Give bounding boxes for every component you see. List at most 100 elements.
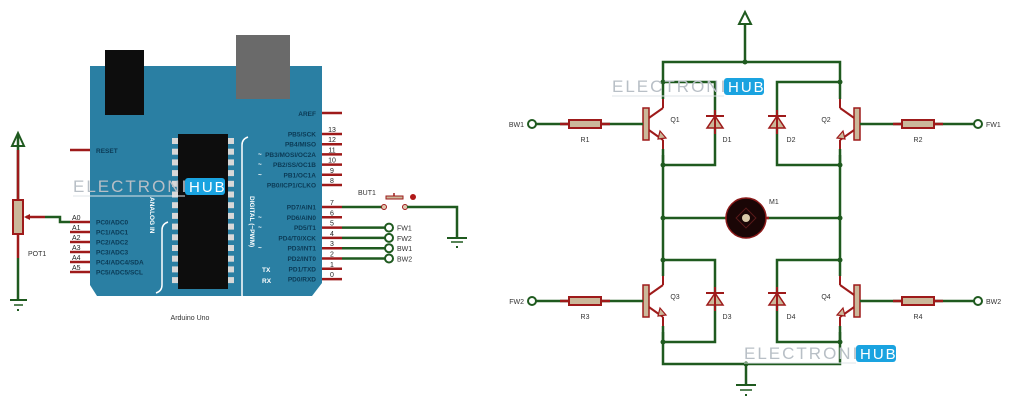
analog-pin-name: PC4/ADC4/SDA <box>96 260 144 267</box>
terminal-bw2[interactable] <box>384 253 394 264</box>
diode-d1[interactable]: D1 <box>705 110 732 144</box>
digital-pin-number: 6 <box>330 210 334 217</box>
button-actuator <box>385 195 404 200</box>
analog-pin-number: A0 <box>72 215 81 222</box>
digital-pin-name: PD1/TXD <box>289 266 317 273</box>
usb-port <box>236 35 290 99</box>
chip-pin <box>172 266 178 273</box>
reset-label: RESET <box>96 148 118 155</box>
terminal-bw1[interactable] <box>384 243 394 254</box>
bridge-cell-3: Q3 D3 R3 FW2 <box>509 257 732 345</box>
resistor-r4[interactable]: R4 <box>860 296 974 321</box>
resistor-label: R2 <box>914 137 923 144</box>
resistor-label: R1 <box>581 137 590 144</box>
transistor-q2[interactable]: Q2 <box>821 99 861 149</box>
diode-label: D4 <box>787 314 796 321</box>
input-terminal-bw2[interactable] <box>973 296 983 306</box>
digital-pin-name: PB1/OC1A <box>283 172 316 179</box>
analog-bracket <box>155 221 169 294</box>
diode-d2[interactable]: D2 <box>767 110 796 144</box>
chip-pin <box>172 159 178 166</box>
analog-pin-number: A5 <box>72 265 81 272</box>
chip-pin <box>228 202 234 209</box>
arduino-uno[interactable]: RESET AREF ANALOG IN DIGITAL (~PWM) TX R… <box>70 35 342 322</box>
power-jack <box>105 50 144 115</box>
diode-d3[interactable]: D3 <box>705 287 732 321</box>
watermark-text: ELECTRONICS <box>73 177 216 196</box>
analog-pins: A0PC0/ADC0A1PC1/ADC1A2PC2/ADC2A3PC3/ADC3… <box>70 215 144 277</box>
diode-label: D2 <box>787 137 796 144</box>
analog-pin-name: PC1/ADC1 <box>96 230 129 237</box>
analog-pin-name: PC2/ADC2 <box>96 240 129 247</box>
motor-label: M1 <box>769 199 779 206</box>
digital-pin-number: 1 <box>330 262 334 269</box>
pwm-tilde: ~ <box>258 162 262 169</box>
chip-pin <box>172 245 178 251</box>
button-but1[interactable]: BUT1 <box>342 190 467 248</box>
transistor-label: Q4 <box>821 294 830 301</box>
resistor-r1[interactable]: R1 <box>536 119 643 144</box>
input-label: FW2 <box>509 299 524 306</box>
analog-pin-name: PC5/ADC5/SCL <box>96 270 143 277</box>
input-terminal-fw2[interactable] <box>527 296 537 306</box>
diode-d4[interactable]: D4 <box>767 287 796 321</box>
chip-pin <box>172 180 178 187</box>
terminal-label: FW1 <box>397 226 412 233</box>
emitter-arrow-icon <box>835 129 846 140</box>
button-gnd-wire <box>407 205 459 238</box>
chip-pin <box>228 170 234 177</box>
terminal-fw1[interactable] <box>384 222 394 233</box>
watermarks: ELECTRONICSHUBELECTRONICSHUBELECTRONICSH… <box>73 77 898 364</box>
chip-pins <box>172 138 234 284</box>
input-label: BW2 <box>986 299 1001 306</box>
chip-pin <box>228 277 234 284</box>
watermark-hub: HUB <box>860 346 898 363</box>
chip-pin <box>228 159 234 166</box>
transistor-label: Q3 <box>670 294 679 301</box>
digital-pin-name: PB0/ICP1/CLKO <box>267 183 316 190</box>
chip-pin <box>172 212 178 219</box>
digital-pin-name: PD0/RXD <box>288 277 316 284</box>
analog-pin-name: PC3/ADC3 <box>96 250 129 257</box>
digital-pin-name: PD5/T1 <box>294 225 316 232</box>
transistor-q3[interactable]: Q3 <box>642 276 680 326</box>
chip-pin <box>228 138 234 144</box>
watermark-text: ELECTRONICS <box>744 344 887 363</box>
digital-pin-name: PB4/MISO <box>285 142 316 149</box>
transistor-q4[interactable]: Q4 <box>821 276 861 326</box>
potentiometer-pot1[interactable]: POT1 <box>10 130 70 311</box>
transistor-q1[interactable]: Q1 <box>642 99 680 149</box>
digital-pin-number: 11 <box>328 147 335 154</box>
atmega-chip <box>178 134 228 289</box>
input-terminal-bw1[interactable] <box>527 119 537 129</box>
chip-pin <box>228 255 234 262</box>
resistor-r3[interactable]: R3 <box>536 296 643 321</box>
digital-pin-name: PB2/SS/OC1B <box>273 162 316 169</box>
digital-pin-number: 9 <box>330 168 334 175</box>
terminal-fw2[interactable] <box>384 232 394 243</box>
input-label: FW1 <box>986 122 1001 129</box>
input-terminal-fw1[interactable] <box>973 119 983 129</box>
transistor-label: Q1 <box>670 117 679 124</box>
digital-pin-name: PD4/T0/XCK <box>278 235 316 242</box>
digital-pin-number: 8 <box>330 178 334 185</box>
transistor-label: Q2 <box>821 117 830 124</box>
analog-pin-number: A3 <box>72 245 81 252</box>
chip-pin <box>172 191 178 198</box>
terminal-label: BW2 <box>397 257 412 264</box>
chip-pin <box>172 255 178 262</box>
digital-pin-number: 5 <box>330 221 334 228</box>
resistor-r2[interactable]: R2 <box>860 119 974 144</box>
digital-pin-number: 10 <box>328 158 336 165</box>
chip-pin <box>228 148 234 155</box>
emitter-arrow-icon <box>657 306 668 317</box>
digital-pin-number: 12 <box>328 137 336 144</box>
